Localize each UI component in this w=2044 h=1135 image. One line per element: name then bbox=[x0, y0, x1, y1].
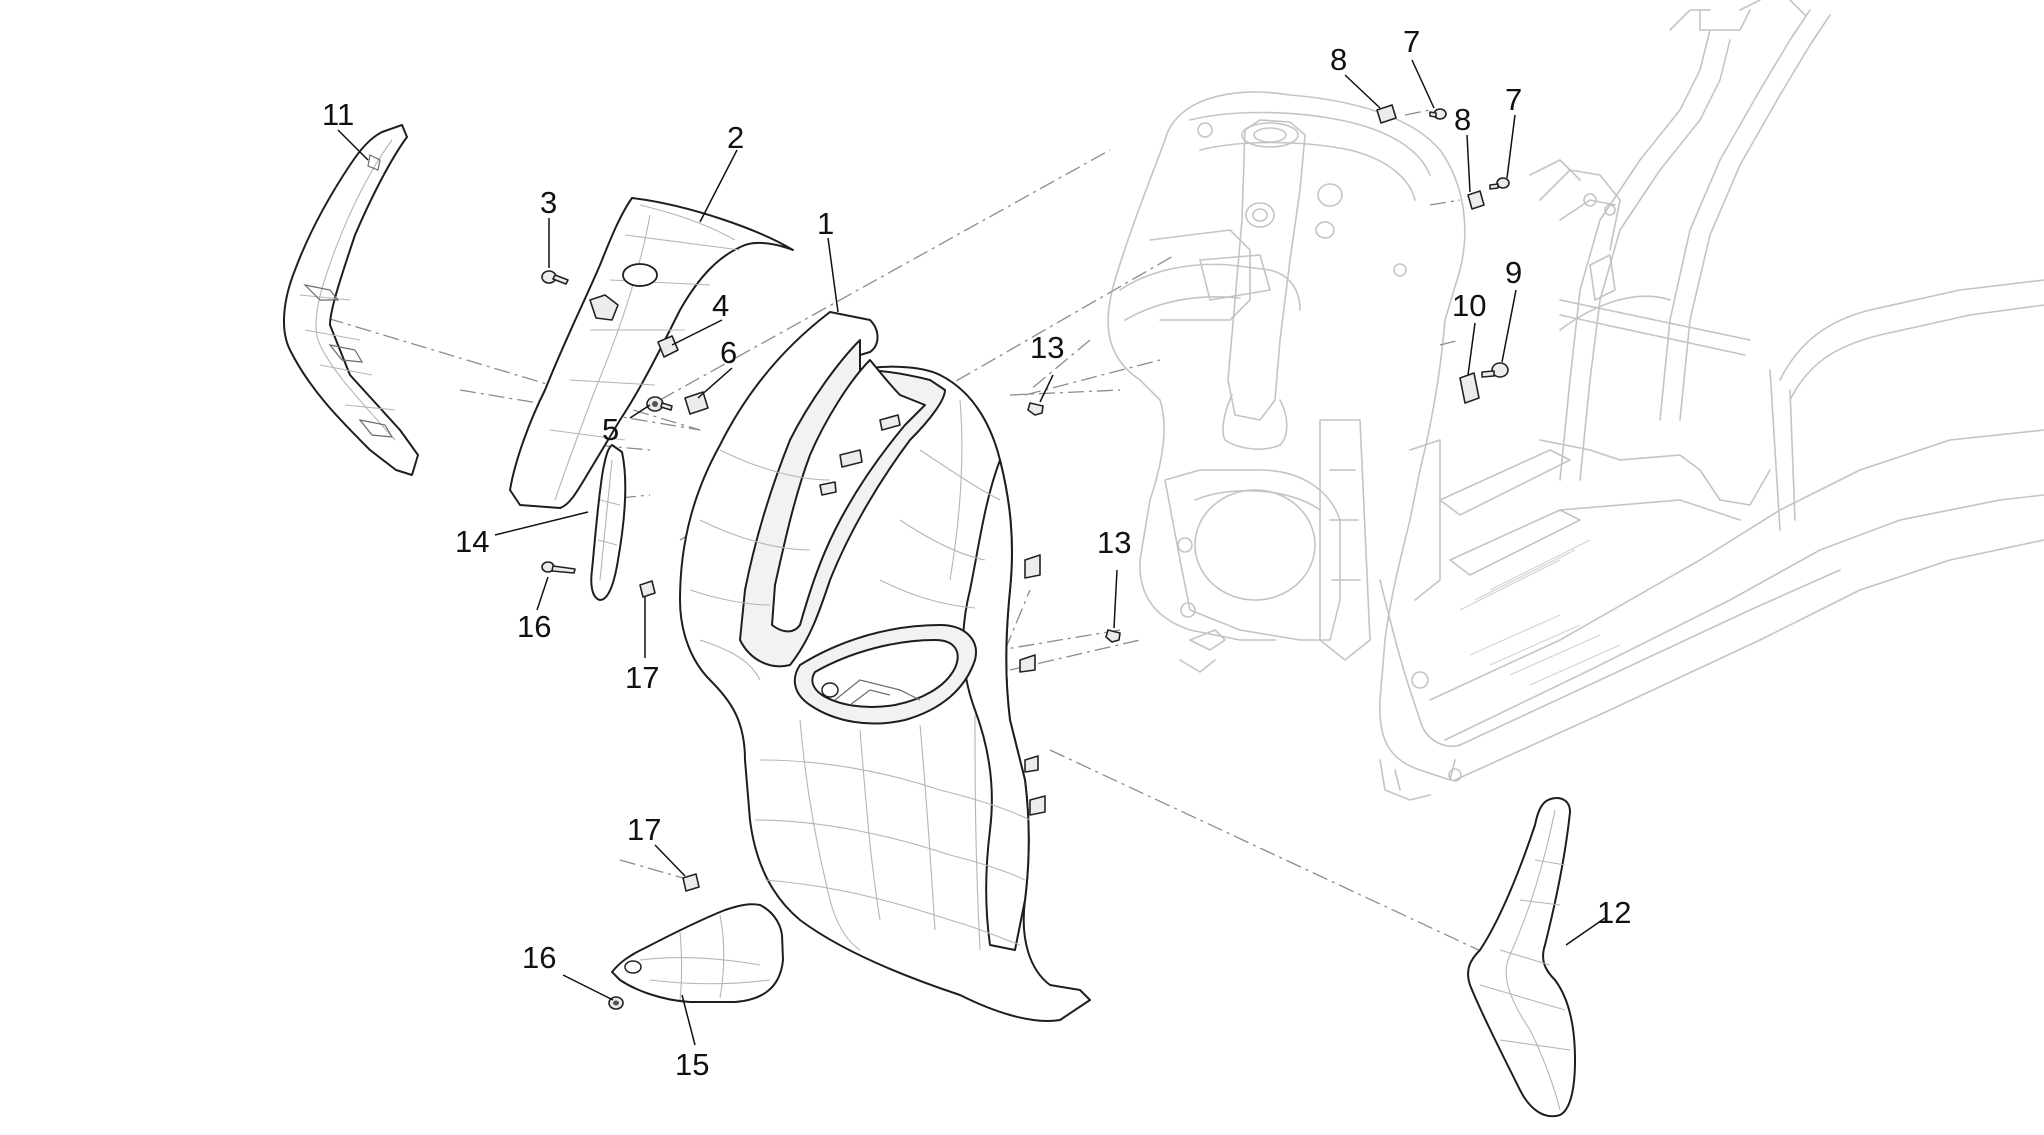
callout-1: 1 bbox=[817, 206, 834, 241]
fasteners bbox=[541, 104, 1510, 1010]
callout-16-lower: 16 bbox=[522, 940, 556, 975]
part-2-nose-cover bbox=[509, 197, 794, 509]
callout-7-lower: 7 bbox=[1505, 82, 1522, 117]
callout-13-upper: 13 bbox=[1030, 330, 1064, 365]
part-1-front-shield bbox=[679, 311, 1091, 1022]
callout-17-lower: 17 bbox=[627, 812, 661, 847]
screw-16-upper-icon bbox=[541, 561, 576, 574]
callout-13-lower: 13 bbox=[1097, 525, 1131, 560]
clip-8-lower-icon bbox=[1467, 190, 1485, 210]
callout-11: 11 bbox=[322, 97, 354, 132]
callout-8-upper: 8 bbox=[1330, 42, 1347, 77]
screw-7-upper-icon bbox=[1429, 108, 1447, 120]
callout-16-upper: 16 bbox=[517, 609, 551, 644]
part-15-lower-cover bbox=[611, 903, 784, 1003]
clip-8-upper-icon bbox=[1376, 104, 1397, 124]
screw-13-lower-icon bbox=[1105, 629, 1121, 643]
callout-15: 15 bbox=[675, 1047, 709, 1082]
callout-9: 9 bbox=[1505, 255, 1522, 290]
clip-17-upper-icon bbox=[639, 580, 656, 598]
scooter-frame-ghost bbox=[1107, 0, 2044, 801]
screw-5-icon bbox=[646, 396, 673, 412]
callout-labels: 11 2 3 1 4 6 5 13 13 8 7 8 7 9 10 14 16 … bbox=[322, 24, 1631, 1082]
callout-14: 14 bbox=[455, 524, 489, 559]
callout-10: 10 bbox=[1452, 288, 1486, 323]
callout-7-upper: 7 bbox=[1403, 24, 1420, 59]
screw-7-lower-icon bbox=[1489, 177, 1510, 190]
screw-9-icon bbox=[1481, 362, 1509, 378]
callout-12: 12 bbox=[1597, 895, 1631, 930]
callout-6: 6 bbox=[720, 335, 737, 370]
callout-3: 3 bbox=[540, 185, 557, 220]
callout-2: 2 bbox=[727, 120, 744, 155]
clip-10-icon bbox=[1459, 372, 1480, 404]
part-14-side-panel bbox=[590, 444, 627, 601]
clip-17-lower-icon bbox=[682, 873, 700, 892]
part-11-trim-strip bbox=[282, 124, 419, 476]
callout-5: 5 bbox=[602, 412, 619, 447]
screw-3-icon bbox=[541, 270, 569, 285]
leader-lines bbox=[337, 59, 1606, 1046]
clip-4-icon bbox=[657, 335, 679, 358]
part-12-trim-strip bbox=[1467, 797, 1576, 1118]
callout-17-upper: 17 bbox=[625, 660, 659, 695]
callout-4: 4 bbox=[712, 288, 729, 323]
callout-8-lower: 8 bbox=[1454, 102, 1471, 137]
screw-13-upper-icon bbox=[1027, 402, 1044, 416]
clip-6-icon bbox=[684, 391, 709, 415]
